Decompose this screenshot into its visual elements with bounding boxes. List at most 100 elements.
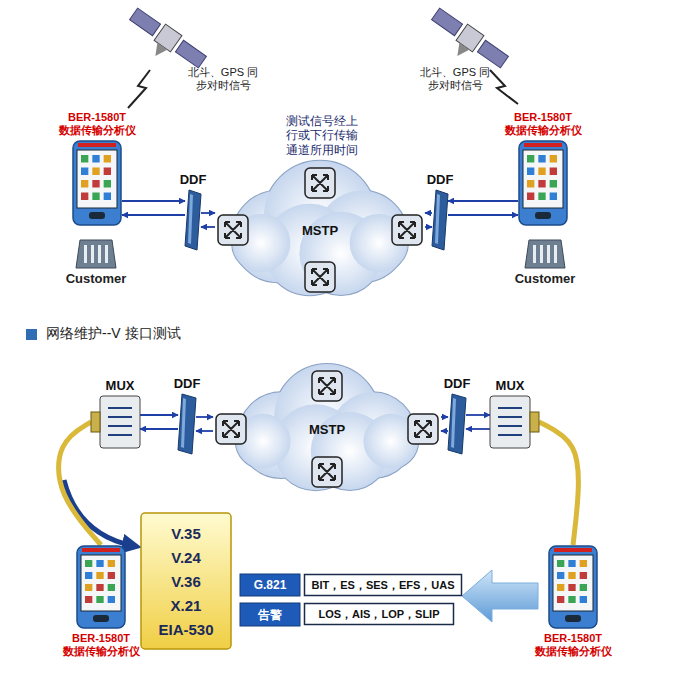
- ddf-label: DDF: [174, 376, 201, 391]
- list-frame: [305, 575, 462, 596]
- screen-icon: [92, 168, 99, 176]
- screen-icon: [85, 572, 92, 579]
- text-holder: MSTP: [302, 223, 338, 238]
- mux-line: [498, 416, 522, 418]
- ddf-bar: [432, 190, 448, 250]
- router-body: [218, 215, 248, 245]
- screen-icon: [550, 180, 557, 188]
- customer-body: [525, 240, 565, 268]
- screen-icon: [580, 596, 587, 603]
- serial-cable: [539, 422, 578, 545]
- router-arrows: [223, 421, 239, 437]
- analyzer-device: BER-1580T数据传输分析仪: [72, 140, 122, 226]
- router-body: [305, 262, 335, 292]
- mux-unit: MUX: [100, 396, 140, 448]
- screen-icon: [550, 168, 557, 176]
- text-holder: LOS，AIS，LOP，SLIP: [318, 607, 439, 622]
- router-arrows: [312, 269, 328, 285]
- delay-note: 测试信号经上行或下行传输通道所用时间: [284, 114, 360, 157]
- network-cloud: MSTP: [213, 368, 441, 490]
- ddf-frame: DDF: [178, 394, 196, 454]
- device-label: BER-1580T: [505, 111, 582, 124]
- customer-stripe: [533, 245, 536, 263]
- ddf-highlight: [435, 194, 440, 244]
- mux-label: MUX: [496, 378, 525, 393]
- mux-line: [108, 407, 132, 409]
- screen-icon: [96, 596, 103, 603]
- router-symbol: [216, 414, 246, 444]
- shape-outline: [518, 140, 568, 226]
- screen-icon: [81, 180, 88, 188]
- screen-icon: [557, 560, 564, 567]
- text-holder: BER-1580T数据传输分析仪: [59, 111, 136, 137]
- screen-icon: [538, 155, 545, 163]
- mux-line: [498, 434, 522, 436]
- mux-line: [108, 425, 132, 427]
- solar-panel: [477, 40, 508, 68]
- device-top: [554, 548, 592, 552]
- device-screen: [81, 555, 121, 611]
- screen-icon: [81, 168, 88, 176]
- screen-icon: [557, 596, 564, 603]
- text-holder: MUX: [496, 378, 525, 393]
- ddf-label: DDF: [427, 172, 454, 187]
- section-heading: 网络维护--V 接口测试: [46, 325, 181, 342]
- text-holder: DDF: [180, 172, 207, 187]
- ddf-frame: DDF: [432, 190, 448, 250]
- text-holder: Customer: [66, 271, 127, 286]
- mux-line: [498, 425, 522, 427]
- screen-icon: [96, 572, 103, 579]
- standard-tag: G.821: [240, 574, 300, 596]
- signal-line: [122, 214, 185, 216]
- device-screen: [77, 150, 117, 208]
- signal-line: [140, 414, 178, 416]
- interface-name: V.35: [158, 524, 213, 543]
- text-holder: DDF: [427, 172, 454, 187]
- customer-stripe: [105, 245, 108, 263]
- device-label: BER-1580T: [63, 632, 140, 645]
- screen-icon: [568, 560, 575, 567]
- customer-stripe: [547, 245, 550, 263]
- router-body: [216, 414, 246, 444]
- router-arrows: [415, 421, 431, 437]
- screen-icon: [92, 155, 99, 163]
- customer-icon: Customer: [525, 238, 565, 268]
- router-arrows: [399, 222, 415, 238]
- device-screen: [523, 150, 563, 208]
- shape-outline: [76, 238, 116, 268]
- device-label: 数据传输分析仪: [63, 645, 140, 658]
- interface-panel: V.35V.24V.36X.21EIA-530: [140, 512, 232, 650]
- device-body: [73, 141, 121, 225]
- screen-icon: [85, 560, 92, 567]
- customer-stripe: [98, 245, 101, 263]
- device-label: BER-1580T: [59, 111, 136, 124]
- network-label: MSTP: [302, 223, 338, 238]
- ddf-frame: DDF: [448, 394, 466, 454]
- alarm-list: LOS，AIS，LOP，SLIP: [304, 603, 454, 625]
- signal-line: [466, 428, 490, 430]
- signal-line: [441, 430, 448, 432]
- customer-stripe: [91, 245, 94, 263]
- signal-line: [448, 214, 518, 216]
- list-frame: [305, 604, 454, 625]
- text-holder: DDF: [444, 376, 471, 391]
- customer-body: [76, 240, 116, 268]
- signal-line: [425, 226, 432, 228]
- shape-outline: [185, 190, 201, 250]
- device-body: [77, 546, 125, 628]
- mux-line: [108, 416, 132, 418]
- router-symbol: [305, 168, 335, 198]
- device-body: [519, 141, 567, 225]
- customer-stripe: [540, 245, 543, 263]
- screen-icon: [108, 596, 115, 603]
- analyzer-device: BER-1580T数据传输分析仪: [76, 545, 126, 629]
- screen-icon: [96, 560, 103, 567]
- antenna: [452, 43, 469, 60]
- shape-outline: [100, 396, 140, 448]
- ddf-bar: [185, 190, 201, 250]
- ddf-highlight: [188, 194, 193, 244]
- mux-label: MUX: [106, 378, 135, 393]
- router-body: [305, 168, 335, 198]
- shape-outline: [76, 545, 126, 629]
- screen-icon: [104, 193, 111, 201]
